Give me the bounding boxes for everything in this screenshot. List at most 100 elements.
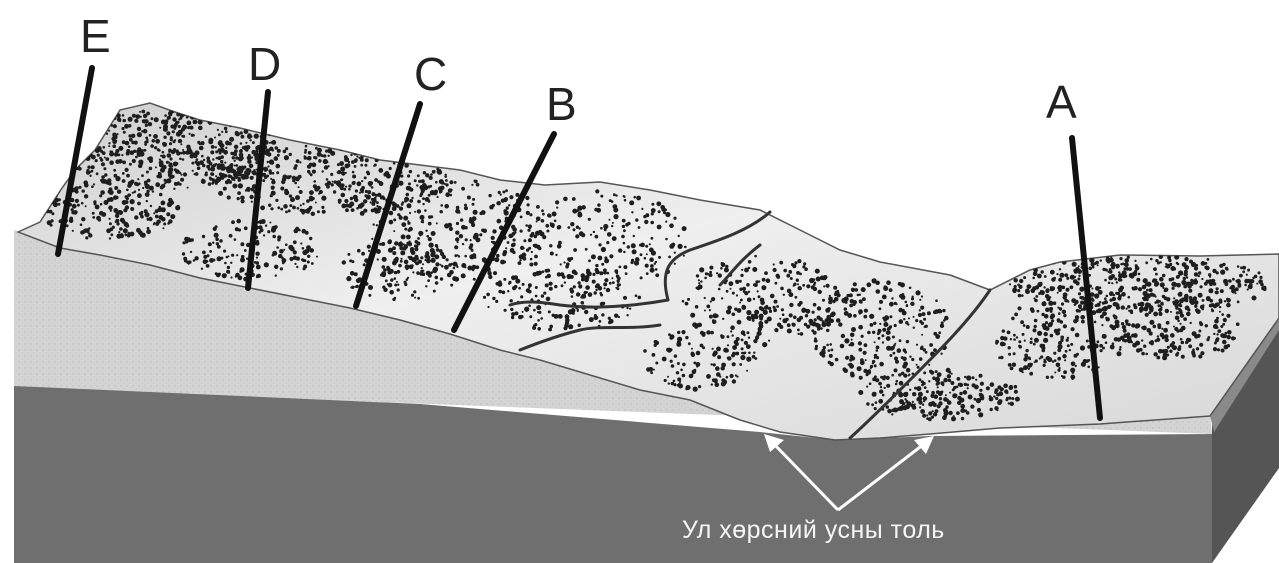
vegetation-dot	[1020, 320, 1024, 324]
vegetation-dot	[411, 257, 416, 262]
vegetation-dot	[713, 351, 718, 356]
vegetation-dot	[311, 212, 315, 216]
vegetation-dot	[618, 248, 622, 252]
vegetation-dot	[534, 244, 538, 248]
vegetation-dot	[449, 180, 453, 184]
vegetation-dot	[696, 274, 699, 277]
vegetation-dot	[464, 206, 468, 210]
vegetation-dot	[511, 312, 515, 316]
vegetation-dot	[289, 153, 292, 156]
vegetation-dot	[876, 289, 881, 294]
vegetation-dot	[612, 281, 615, 284]
vegetation-dot	[1097, 264, 1099, 266]
vegetation-dot	[926, 390, 929, 393]
vegetation-dot	[1112, 342, 1115, 345]
vegetation-dot	[1199, 343, 1203, 347]
vegetation-dot	[1135, 266, 1140, 271]
vegetation-dot	[744, 291, 748, 295]
vegetation-dot	[280, 208, 283, 211]
vegetation-dot	[234, 153, 238, 157]
vegetation-dot	[470, 239, 472, 241]
vegetation-dot	[182, 149, 184, 151]
vegetation-dot	[942, 416, 947, 421]
vegetation-dot	[653, 369, 655, 371]
vegetation-dot	[110, 233, 113, 236]
vegetation-dot	[1080, 301, 1084, 305]
vegetation-dot	[1190, 322, 1192, 324]
vegetation-dot	[1191, 262, 1196, 267]
vegetation-dot	[704, 277, 707, 280]
vegetation-dot	[915, 319, 918, 322]
vegetation-dot	[676, 371, 679, 374]
vegetation-dot	[244, 129, 249, 134]
vegetation-dot	[345, 186, 347, 188]
vegetation-dot	[493, 204, 495, 206]
vegetation-dot	[461, 263, 466, 268]
vegetation-dot	[1116, 281, 1118, 283]
vegetation-dot	[172, 117, 176, 121]
vegetation-dot	[769, 310, 772, 313]
vegetation-dot	[235, 164, 238, 167]
vegetation-dot	[166, 131, 170, 135]
vegetation-dot	[522, 283, 525, 286]
vegetation-dot	[418, 180, 421, 183]
vegetation-dot	[222, 273, 227, 278]
vegetation-dot	[1179, 328, 1183, 332]
vegetation-dot	[712, 319, 714, 321]
vegetation-dot	[789, 270, 792, 273]
vegetation-dot	[251, 176, 254, 179]
vegetation-dot	[541, 209, 544, 212]
vegetation-dot	[374, 152, 378, 156]
vegetation-dot	[145, 192, 150, 197]
vegetation-dot	[97, 154, 100, 157]
vegetation-dot	[925, 325, 928, 328]
vegetation-dot	[556, 207, 558, 209]
vegetation-dot	[351, 160, 355, 164]
vegetation-dot	[108, 130, 110, 132]
vegetation-dot	[428, 194, 431, 197]
vegetation-dot	[555, 254, 557, 256]
vegetation-dot	[712, 348, 714, 350]
vegetation-dot	[571, 308, 576, 313]
vegetation-dot	[340, 186, 344, 190]
vegetation-dot	[552, 212, 557, 217]
vegetation-dot	[597, 203, 600, 206]
vegetation-dot	[803, 309, 806, 312]
vegetation-dot	[581, 233, 585, 237]
vegetation-dot	[891, 349, 893, 351]
vegetation-dot	[1056, 273, 1058, 275]
vegetation-dot	[1235, 292, 1237, 294]
vegetation-dot	[413, 290, 416, 293]
vegetation-dot	[448, 223, 453, 228]
vegetation-dot	[919, 320, 922, 323]
vegetation-dot	[262, 179, 265, 182]
vegetation-dot	[323, 159, 328, 164]
vegetation-dot	[345, 208, 349, 212]
vegetation-dot	[180, 116, 182, 118]
vegetation-dot	[1058, 285, 1062, 289]
vegetation-dot	[146, 229, 151, 234]
vegetation-dot	[521, 256, 524, 259]
vegetation-dot	[430, 252, 435, 257]
vegetation-dot	[947, 374, 951, 378]
vegetation-dot	[208, 242, 212, 246]
vegetation-dot	[94, 202, 97, 205]
vegetation-dot	[455, 231, 459, 235]
vegetation-dot	[1258, 279, 1263, 284]
vegetation-dot	[732, 334, 734, 336]
vegetation-dot	[382, 257, 386, 261]
vegetation-dot	[906, 340, 909, 343]
vegetation-dot	[495, 300, 498, 303]
vegetation-dot	[867, 331, 871, 335]
vegetation-dot	[407, 155, 411, 159]
vegetation-dot	[1115, 320, 1120, 325]
vegetation-dot	[348, 204, 352, 208]
vegetation-dot	[1009, 283, 1011, 285]
vegetation-dot	[826, 344, 829, 347]
vegetation-dot	[69, 217, 73, 221]
vegetation-dot	[878, 382, 882, 386]
vegetation-dot	[974, 385, 979, 390]
vegetation-dot	[1078, 275, 1080, 277]
vegetation-dot	[251, 201, 253, 203]
vegetation-dot	[1143, 345, 1146, 348]
